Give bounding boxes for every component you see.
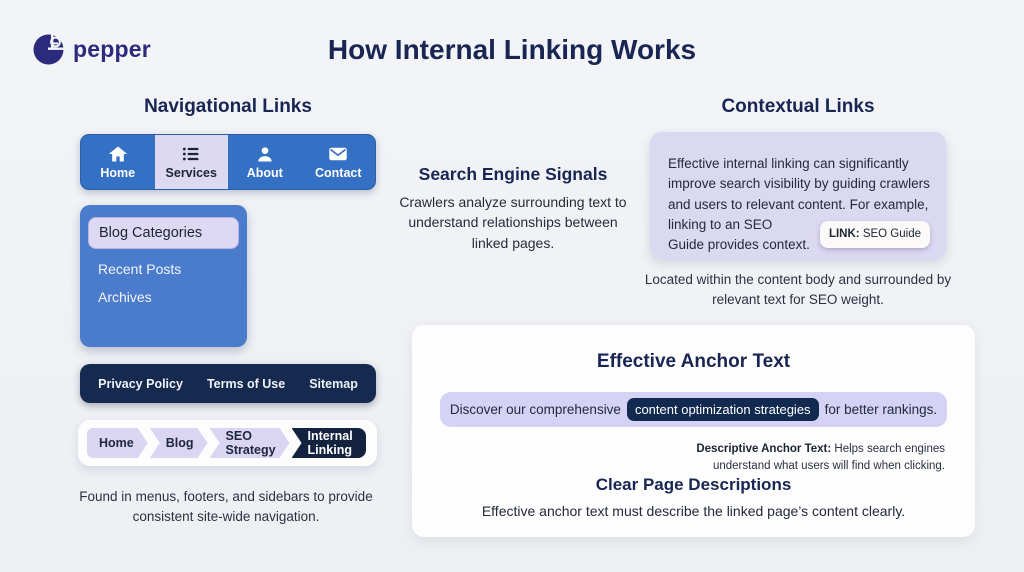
- nav-item-label: About: [246, 165, 283, 180]
- sidebar-item-archives[interactable]: Archives: [98, 289, 152, 305]
- navigational-caption: Found in menus, footers, and sidebars to…: [79, 489, 373, 524]
- link-badge-label: LINK:: [828, 227, 860, 240]
- nav-item-contact[interactable]: Contact: [302, 135, 376, 189]
- brand-logo: pepper: [33, 34, 151, 65]
- nav-item-home[interactable]: Home: [81, 135, 155, 189]
- brand-name: pepper: [73, 36, 151, 62]
- breadcrumb-item-blog[interactable]: Blog: [150, 428, 208, 458]
- effective-anchor-text-heading: Effective Anchor Text: [596, 351, 791, 372]
- breadcrumb: Home Blog SEO Strategy Internal Linking: [78, 420, 377, 466]
- anchor-example-sentence: Discover our comprehensive content optim…: [440, 392, 947, 427]
- navbar-mockup: Home Services About Contact: [80, 134, 376, 190]
- anchor-sentence-after: for better rankings.: [824, 402, 938, 417]
- nav-item-services[interactable]: Services: [154, 135, 228, 189]
- anchor-sentence-before: Discover our comprehensive: [449, 402, 621, 417]
- nav-item-label: Services: [165, 165, 217, 180]
- sidebar-item-blog-categories[interactable]: Blog Categories: [88, 217, 239, 249]
- contextual-body-end: linking to an SEO Guide provides context…: [668, 216, 810, 252]
- link-seo-guide-badge[interactable]: LINK: SEO Guide: [819, 220, 930, 248]
- descriptive-anchor-note-label: Descriptive Anchor Text:: [696, 443, 832, 455]
- breadcrumb-item-internal-linking[interactable]: Internal Linking: [291, 428, 366, 458]
- home-icon: [108, 146, 127, 161]
- contextual-body-start: Effective internal linking can significa…: [668, 156, 930, 212]
- clear-page-descriptions-body: Effective anchor text must describe the …: [481, 503, 906, 519]
- sidebar-item-recent-posts[interactable]: Recent Posts: [98, 261, 182, 277]
- descriptive-anchor-note: Descriptive Anchor Text: Helps search en…: [675, 441, 945, 474]
- nav-item-label: Home: [100, 165, 136, 180]
- descriptive-anchor-note-text: Helps search engines understand what use…: [712, 443, 945, 472]
- page-title: How Internal Linking Works: [327, 34, 697, 65]
- nav-item-about[interactable]: About: [228, 135, 302, 189]
- effective-anchor-text-card: Effective Anchor Text Discover our compr…: [412, 325, 975, 537]
- footer-link-sitemap[interactable]: Sitemap: [309, 376, 358, 391]
- mail-icon: [329, 147, 347, 160]
- footer-link-terms-of-use[interactable]: Terms of Use: [206, 376, 286, 391]
- list-icon: [183, 147, 199, 160]
- contextual-links-card: Effective internal linking can significa…: [650, 132, 946, 259]
- footer-links-mockup: Privacy Policy Terms of Use Sitemap: [80, 364, 376, 403]
- clear-page-descriptions-heading: Clear Page Descriptions: [595, 475, 792, 494]
- person-icon: [258, 146, 272, 161]
- navigational-links-heading: Navigational Links: [144, 96, 312, 117]
- pepper-logo-icon: [33, 34, 64, 65]
- breadcrumb-item-seo-strategy[interactable]: SEO Strategy: [210, 428, 290, 458]
- anchor-text-link[interactable]: content optimization strategies: [626, 398, 819, 421]
- contextual-links-heading: Contextual Links: [721, 96, 875, 117]
- sidebar-mockup: Blog Categories Recent Posts Archives: [80, 205, 247, 347]
- search-engine-signals-heading: Search Engine Signals: [418, 164, 608, 184]
- breadcrumb-item-home[interactable]: Home: [87, 428, 148, 458]
- footer-link-privacy-policy[interactable]: Privacy Policy: [98, 376, 183, 391]
- contextual-caption: Located within the content body and surr…: [644, 272, 952, 307]
- link-badge-value: SEO Guide: [862, 227, 921, 240]
- contextual-body: Effective internal linking can significa…: [668, 154, 930, 255]
- nav-item-label: Contact: [314, 165, 362, 180]
- search-engine-signals-body: Crawlers analyze surrounding text to und…: [399, 194, 627, 251]
